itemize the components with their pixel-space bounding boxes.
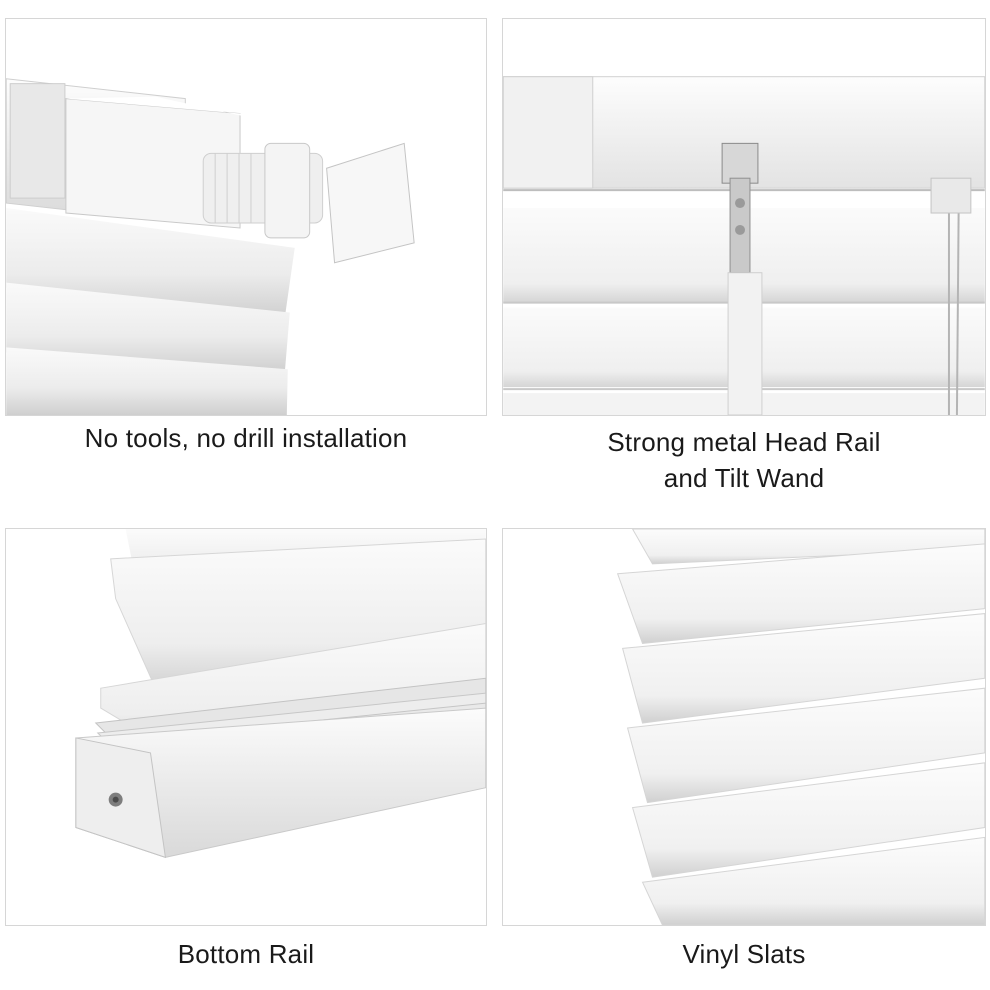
vinyl-slats-caption: Vinyl Slats xyxy=(502,936,986,972)
bottom-rail-caption: Bottom Rail xyxy=(5,936,487,972)
tension-mount-illustration xyxy=(6,19,486,415)
head-rail-illustration xyxy=(503,19,985,415)
head-rail-caption: Strong metal Head Rail and Tilt Wand xyxy=(502,424,986,496)
caption-line: Vinyl Slats xyxy=(682,939,806,969)
bottom-rail-photo xyxy=(5,528,487,926)
vinyl-slats-illustration xyxy=(503,529,985,925)
vinyl-slats-photo xyxy=(502,528,986,926)
head-rail-photo xyxy=(502,18,986,416)
caption-line: and Tilt Wand xyxy=(663,463,825,493)
tension-mount-photo xyxy=(5,18,487,416)
bottom-rail-illustration xyxy=(6,529,486,925)
caption-line: Strong metal Head Rail xyxy=(607,427,881,457)
caption-line: No tools, no drill installation xyxy=(84,423,408,453)
tension-mount-caption: No tools, no drill installation xyxy=(5,420,487,456)
caption-line: Bottom Rail xyxy=(177,939,315,969)
